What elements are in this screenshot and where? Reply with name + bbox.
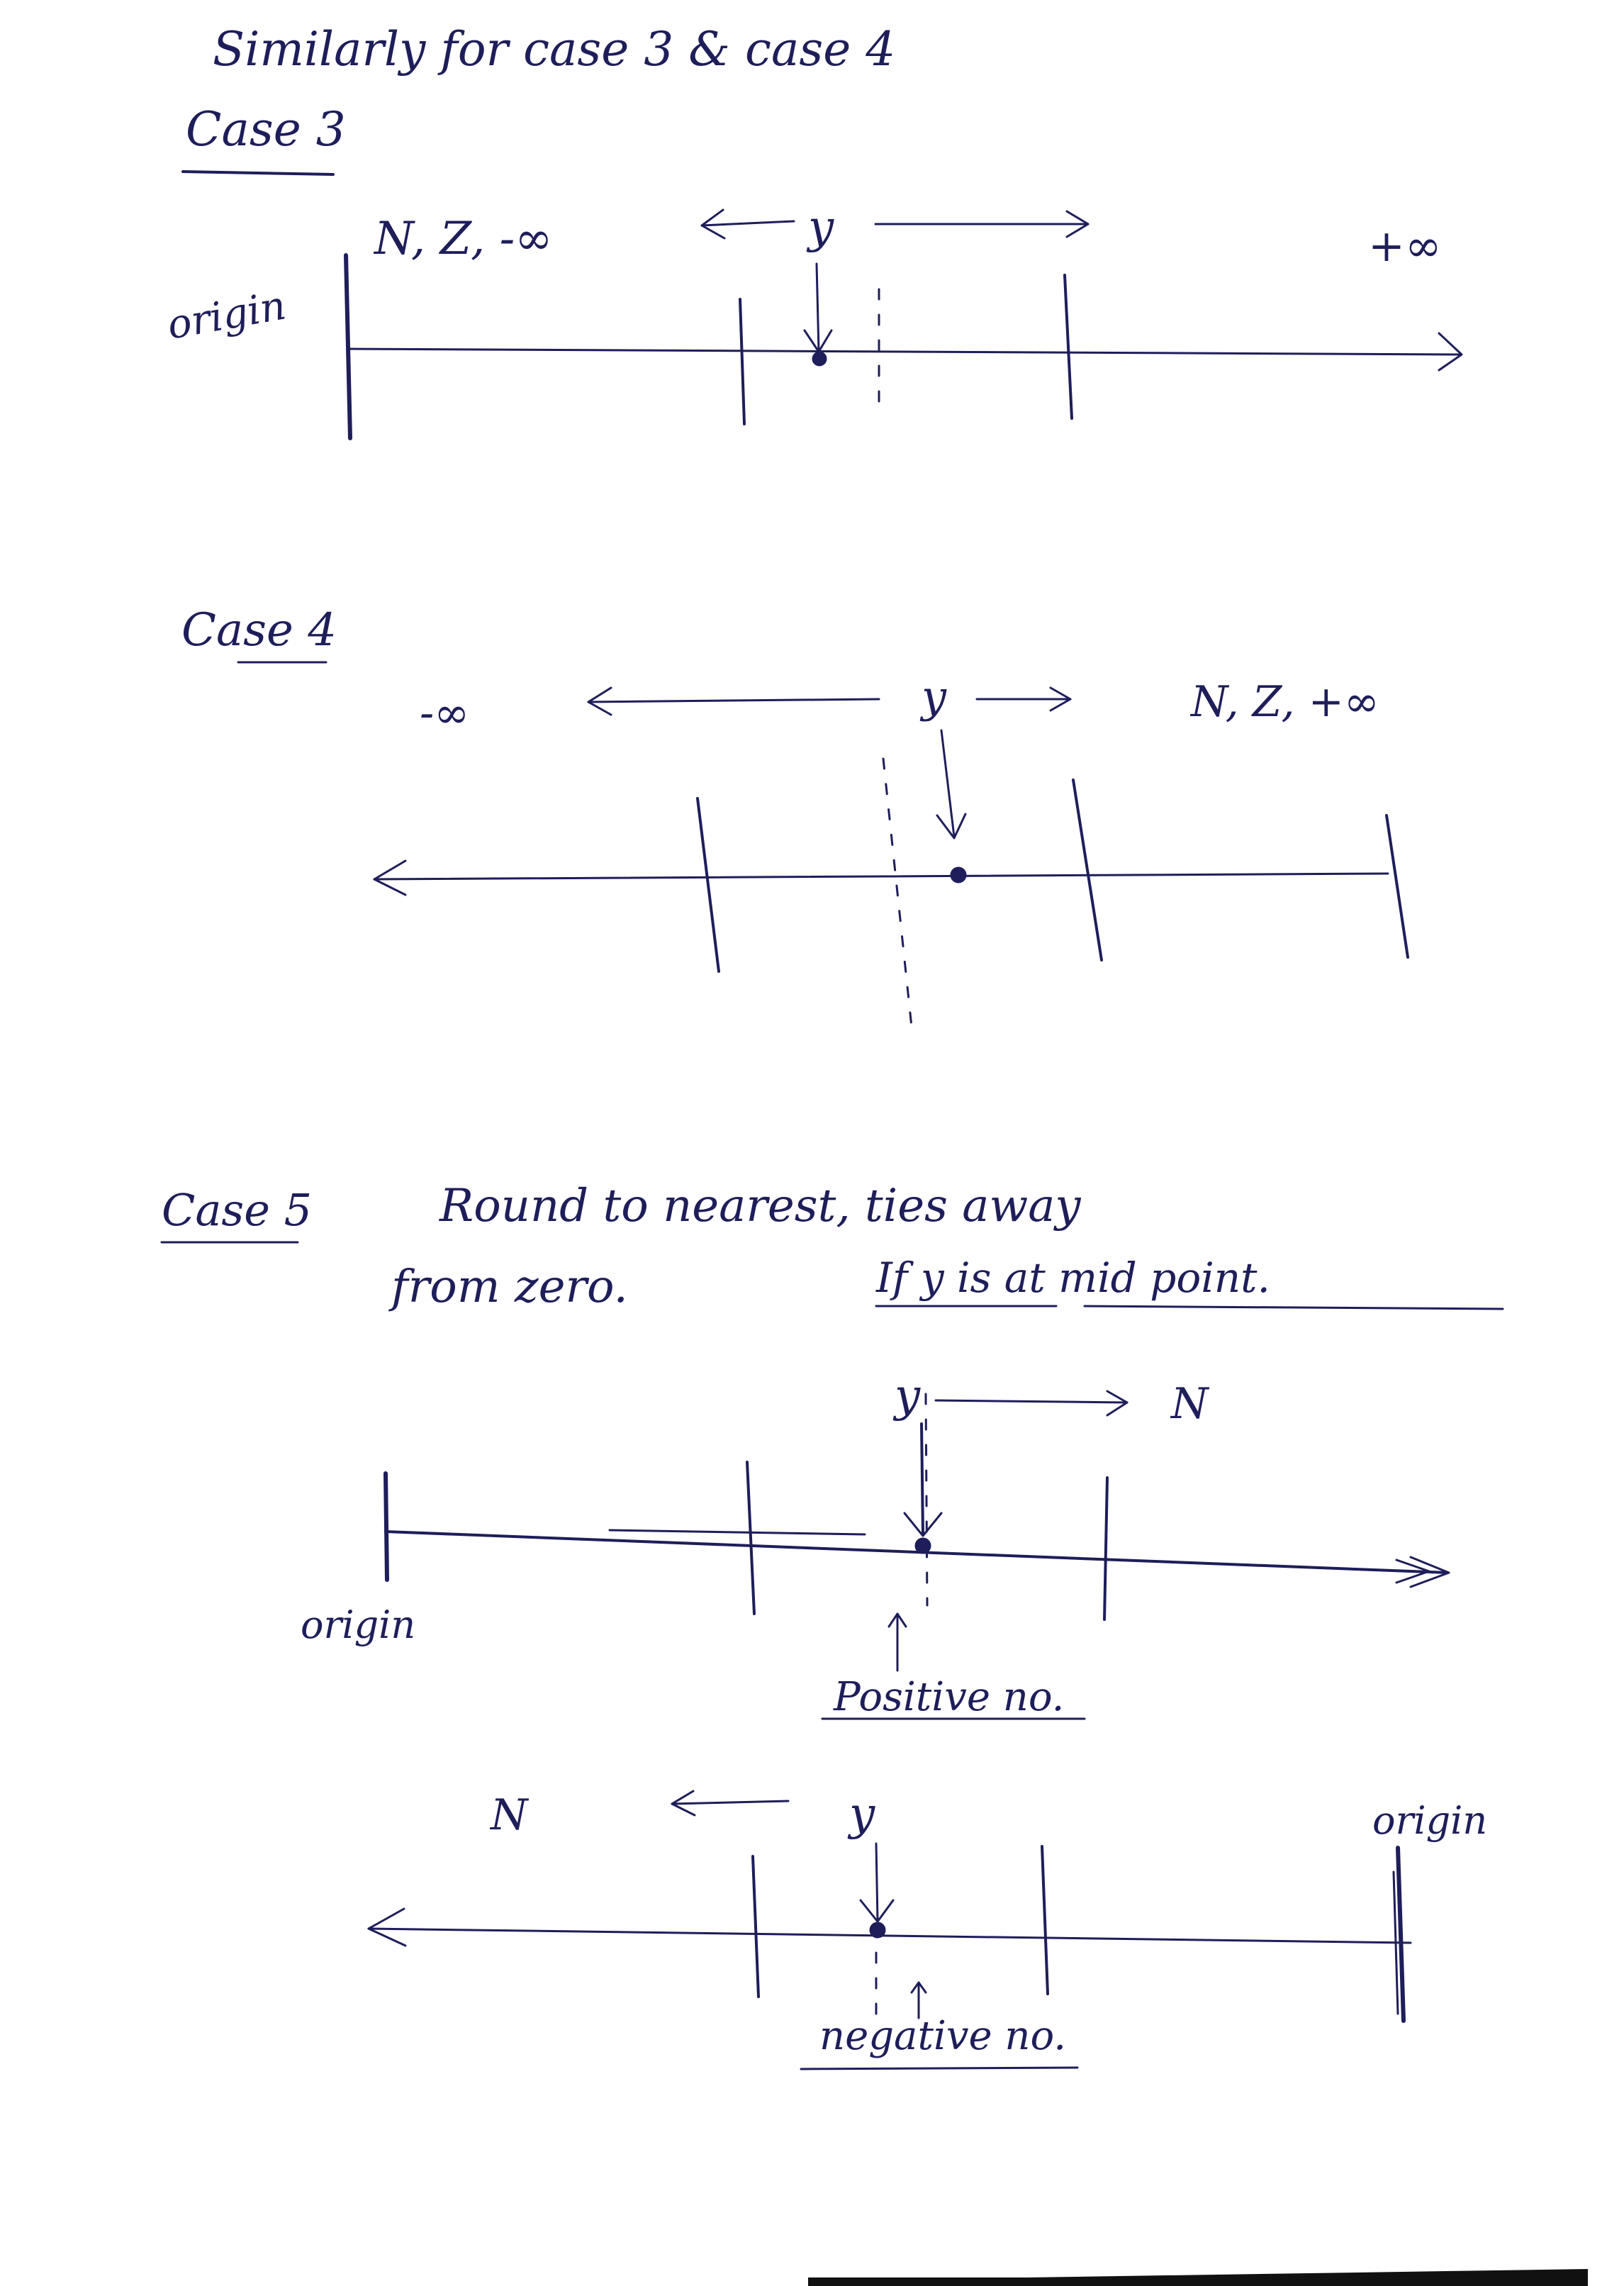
- page-edge-shadow: [808, 2269, 1588, 2286]
- case5-positive-note-arrowhead: [887, 1612, 907, 1628]
- case4-number-line-arrowhead: [373, 859, 407, 896]
- case4-values-label: N, Z, +∞: [1189, 677, 1379, 727]
- case5-positive-origin-tick: [383, 1471, 389, 1582]
- case5-negative-origin-tick-overstroke: [1392, 1870, 1399, 2015]
- case5-negative-diagram: N y origin negative no.: [367, 1788, 1487, 2070]
- case4-diagram: -∞ y N, Z, +∞: [373, 671, 1409, 1028]
- case3-origin-label: origin: [164, 283, 289, 349]
- case4-tick-right: [1072, 779, 1103, 961]
- case4-y-pointer: [940, 729, 956, 838]
- case3-diagram: N, Z, -∞ y +∞ origin: [164, 201, 1463, 440]
- case5-negative-origin-label: origin: [1372, 1798, 1487, 1843]
- case5-positive-n-label: N: [1170, 1379, 1210, 1429]
- case5-text-line2a: from zero.: [388, 1261, 628, 1313]
- case5-negative-origin-tick: [1396, 1846, 1406, 2023]
- case5-negative-note-arrowhead: [910, 1981, 927, 1994]
- case4-minus-infinity-label: -∞: [420, 688, 469, 738]
- case3-tick-right: [1063, 274, 1073, 420]
- case4-left-arrowhead: [587, 686, 612, 716]
- case4-y-point: [950, 866, 967, 883]
- case5-negative-arrowhead: [671, 1790, 696, 1817]
- case5-negative-y-label: y: [847, 1788, 875, 1841]
- case4-midpoint-dashed: [882, 757, 913, 1028]
- case3-origin-tick: [344, 253, 352, 440]
- case5-negative-y-pointer-head: [859, 1899, 895, 1923]
- case5-positive-y-point: [914, 1537, 931, 1554]
- case5-positive-y-pointer-head: [903, 1512, 943, 1537]
- case4-left-arrow: [587, 698, 880, 703]
- case4-tick-far-right: [1385, 814, 1409, 959]
- case4-y-label: y: [919, 671, 947, 723]
- case5-positive-number-line-arrowhead: [1409, 1556, 1450, 1588]
- case5-positive-diagram: y N origin Positive no.: [301, 1370, 1450, 1720]
- header-line: Similarly for case 3 & case 4: [213, 22, 895, 77]
- case5-positive-arrowhead: [1106, 1390, 1129, 1417]
- case5-positive-note: Positive no.: [833, 1674, 1064, 1720]
- case3-left-arrowhead: [700, 208, 726, 240]
- case5-negative-arrow: [671, 1800, 790, 1805]
- case5-positive-number-line: [384, 1530, 1449, 1574]
- case5-text-line1: Round to nearest, ties away: [439, 1180, 1081, 1232]
- case5-negative-n-label: N: [489, 1790, 530, 1840]
- case5-positive-midpoint-dashed: [924, 1393, 929, 1607]
- case3-right-arrowhead: [1065, 210, 1090, 238]
- case5-positive-number-line-arrowhead-2: [1395, 1559, 1430, 1584]
- case3-title-underline: [181, 170, 335, 176]
- case5-negative-y-point: [869, 1922, 886, 1939]
- case5-positive-arrow: [934, 1399, 1129, 1404]
- case3-values-label: N, Z, -∞: [373, 213, 553, 265]
- case3-number-line: [346, 347, 1462, 356]
- case4-right-arrowhead: [1049, 686, 1072, 712]
- case5-negative-tick-left: [751, 1855, 760, 1998]
- case4-y-pointer-head: [936, 813, 967, 840]
- case5-positive-y-label: y: [892, 1370, 921, 1422]
- case4-title: Case 4: [181, 604, 337, 657]
- case5-negative-note: negative no.: [819, 2013, 1066, 2059]
- case4-number-line: [373, 872, 1389, 881]
- case3-y-point: [812, 351, 827, 367]
- case5-negative-number-line: [367, 1927, 1412, 1944]
- case5-negative-number-line-arrowhead: [367, 1907, 407, 1947]
- case5-negative-note-underline: [800, 2066, 1079, 2070]
- case5-positive-tick-right: [1103, 1476, 1109, 1621]
- case5-positive-tick-left: [746, 1461, 756, 1615]
- case5-title: Case 5: [162, 1184, 312, 1236]
- case5-positive-origin-label: origin: [301, 1602, 415, 1647]
- case3-title: Case 3: [186, 102, 346, 157]
- case5-positive-y-pointer: [920, 1422, 924, 1536]
- case3-y-pointer: [815, 262, 820, 353]
- case3-tick-left: [739, 298, 746, 425]
- case5-negative-y-pointer: [875, 1842, 879, 1922]
- case5-underline-part2: [1083, 1305, 1504, 1310]
- case3-plus-infinity-label: +∞: [1368, 220, 1442, 272]
- case3-y-label: y: [806, 201, 834, 254]
- case5-positive-number-line-overstroke: [608, 1529, 866, 1536]
- case3-number-line-arrowhead: [1438, 332, 1463, 372]
- case5-negative-tick-right: [1041, 1845, 1049, 1995]
- case4-tick-left: [696, 797, 720, 973]
- case3-left-arrow: [700, 220, 795, 227]
- case5-text-line2b: If y is at mid point.: [875, 1254, 1270, 1302]
